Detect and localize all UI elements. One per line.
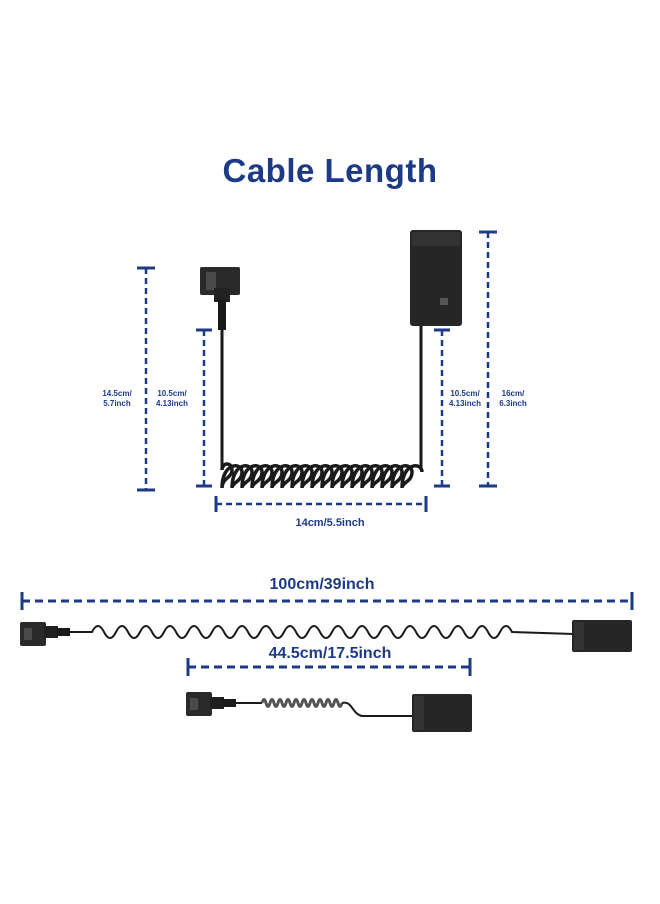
dim-left-inner-line2: 4.13inch bbox=[156, 399, 188, 408]
dim-left-inner-line1: 10.5cm/ bbox=[157, 389, 187, 398]
dimension-full-length: 100cm/39inch bbox=[20, 576, 634, 610]
dummy-battery-icon bbox=[572, 620, 632, 652]
dim-full-length-label: 100cm/39inch bbox=[270, 576, 375, 593]
dim-coil-width-label: 14cm/5.5inch bbox=[295, 517, 364, 529]
d-tap-plug-icon bbox=[20, 622, 70, 646]
stretched-cable bbox=[20, 620, 632, 652]
dimension-left-inner: 10.5cm/ 4.13inch bbox=[156, 328, 212, 488]
dimension-right-inner: 10.5cm/ 4.13inch bbox=[434, 328, 481, 488]
dim-right-outer-line1: 16cm/ bbox=[502, 389, 525, 398]
dimension-left-outer: 14.5cm/ 5.7inch bbox=[102, 266, 155, 492]
coiled-cable bbox=[220, 462, 424, 489]
page-title: Cable Length bbox=[222, 152, 438, 189]
dim-relaxed-length-label: 44.5cm/17.5inch bbox=[269, 645, 392, 662]
dim-left-outer-line2: 5.7inch bbox=[103, 399, 131, 408]
dummy-battery-icon bbox=[412, 694, 472, 732]
d-tap-plug-icon bbox=[200, 267, 240, 330]
dimension-right-outer: 16cm/ 6.3inch bbox=[479, 230, 527, 488]
dummy-battery-icon bbox=[410, 230, 462, 326]
dim-right-inner-line1: 10.5cm/ bbox=[450, 389, 480, 398]
dimension-relaxed-length: 44.5cm/17.5inch bbox=[186, 645, 472, 676]
d-tap-plug-icon bbox=[186, 692, 236, 716]
relaxed-cable bbox=[186, 692, 472, 732]
dim-left-outer-line1: 14.5cm/ bbox=[102, 389, 132, 398]
dimension-coil-width: 14cm/5.5inch bbox=[214, 496, 428, 529]
dim-right-outer-line2: 6.3inch bbox=[499, 399, 527, 408]
dim-right-inner-line2: 4.13inch bbox=[449, 399, 481, 408]
